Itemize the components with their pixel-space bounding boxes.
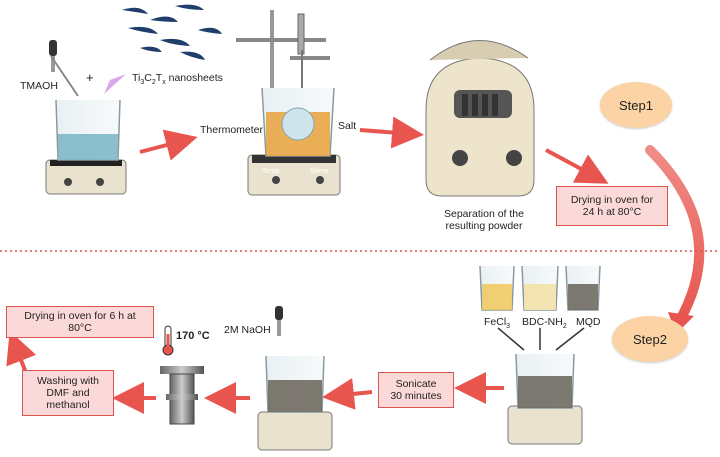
fecl3-label: FeCl3 <box>484 316 511 331</box>
naoh-label: 2M NaOH <box>224 324 271 336</box>
arrow-fecl3 <box>497 327 525 351</box>
thermometer-label: Thermometer <box>200 124 264 136</box>
salt-label: Salt <box>338 120 357 132</box>
arrow-mqd <box>555 327 585 351</box>
mqd-beaker <box>565 265 601 311</box>
stand-setup <box>236 10 341 196</box>
big-curved-arrow <box>645 145 705 325</box>
bdc-beaker <box>521 265 559 311</box>
tmaoh-dropper <box>49 40 79 97</box>
nanosheet-flakes <box>122 4 222 60</box>
step1-badge: Step1 <box>600 82 672 128</box>
bdc-label: BDC-NH2 <box>522 316 567 331</box>
arrow-5 <box>322 377 373 410</box>
thermometer-icon <box>162 325 174 356</box>
stirrer-temp-label: Temp <box>262 168 280 175</box>
naoh-dropper <box>275 306 283 336</box>
beaker-1 <box>55 99 121 161</box>
centrifuge <box>425 40 535 197</box>
naoh-beaker <box>257 355 333 451</box>
temp-170-label: 170 °C <box>176 330 210 342</box>
separation-label: Separation of the resulting powder <box>444 208 524 232</box>
nanosheets-label: Ti3C2Tx nanosheets <box>132 72 223 87</box>
stirrer-stirrer-label: Stirrer <box>310 168 330 175</box>
mixing-beaker <box>507 353 583 445</box>
arrow-3 <box>545 148 609 184</box>
mqd-label: MQD <box>576 316 601 328</box>
arrow-2 <box>359 116 424 149</box>
step2-badge: Step2 <box>612 316 688 362</box>
fecl3-beaker <box>479 265 515 311</box>
nanosheet-arrow <box>104 74 126 94</box>
tmaoh-label: TMAOH <box>20 80 58 92</box>
autoclave <box>160 366 204 425</box>
arrow-1 <box>139 129 198 161</box>
plus-sign: + <box>86 70 94 85</box>
